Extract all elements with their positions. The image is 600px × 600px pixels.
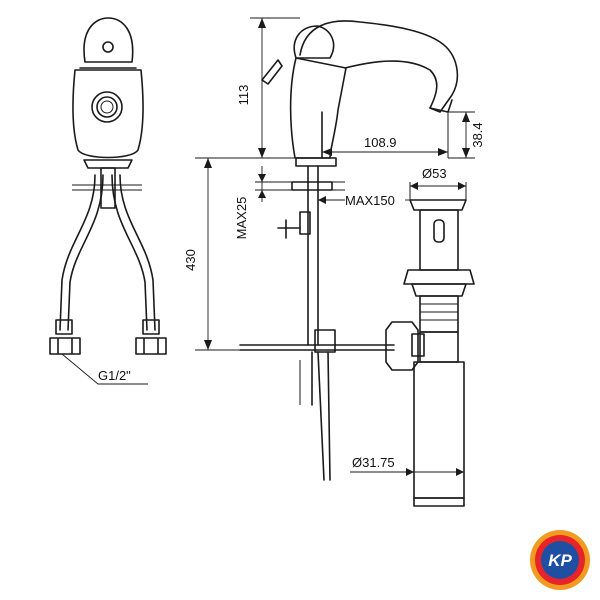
kp-logo: KP — [530, 530, 590, 590]
dim-max150: MAX150 — [345, 193, 395, 208]
right-supply-hose — [119, 174, 156, 331]
front-lever-hole — [102, 41, 114, 53]
dim-108-9: 108.9 — [364, 135, 397, 150]
left-hex-nut — [49, 337, 81, 355]
spout — [299, 20, 459, 113]
front-aerator — [91, 91, 123, 123]
dim-max25: MAX25 — [234, 197, 249, 240]
pivot-nut — [385, 321, 419, 371]
dim-dia-31-75: Ø31.75 — [352, 455, 395, 470]
dim-dia-53: Ø53 — [422, 166, 447, 181]
logo-text: KP — [548, 551, 572, 570]
front-lever — [83, 17, 134, 63]
dimension-labels: 113 108.9 38.4 MAX25 MAX150 430 Ø53 Ø31.… — [98, 85, 485, 470]
front-view — [49, 17, 167, 385]
dimension-lines — [195, 17, 475, 476]
dim-430: 430 — [183, 249, 198, 271]
logo-blue-core — [541, 541, 579, 579]
dim-g-half-inch: G1/2" — [98, 368, 131, 383]
front-body — [72, 69, 144, 159]
side-view — [239, 20, 459, 481]
right-hex-nut — [135, 337, 167, 355]
drain-body — [419, 209, 459, 271]
dim-113: 113 — [236, 85, 251, 106]
drain-flange — [409, 199, 467, 211]
pop-up-drain — [385, 199, 475, 507]
tailpiece — [419, 331, 459, 363]
side-lever — [293, 25, 335, 59]
dim-38-4: 38.4 — [470, 122, 485, 147]
left-supply-hose — [59, 174, 96, 331]
side-body — [289, 57, 347, 159]
